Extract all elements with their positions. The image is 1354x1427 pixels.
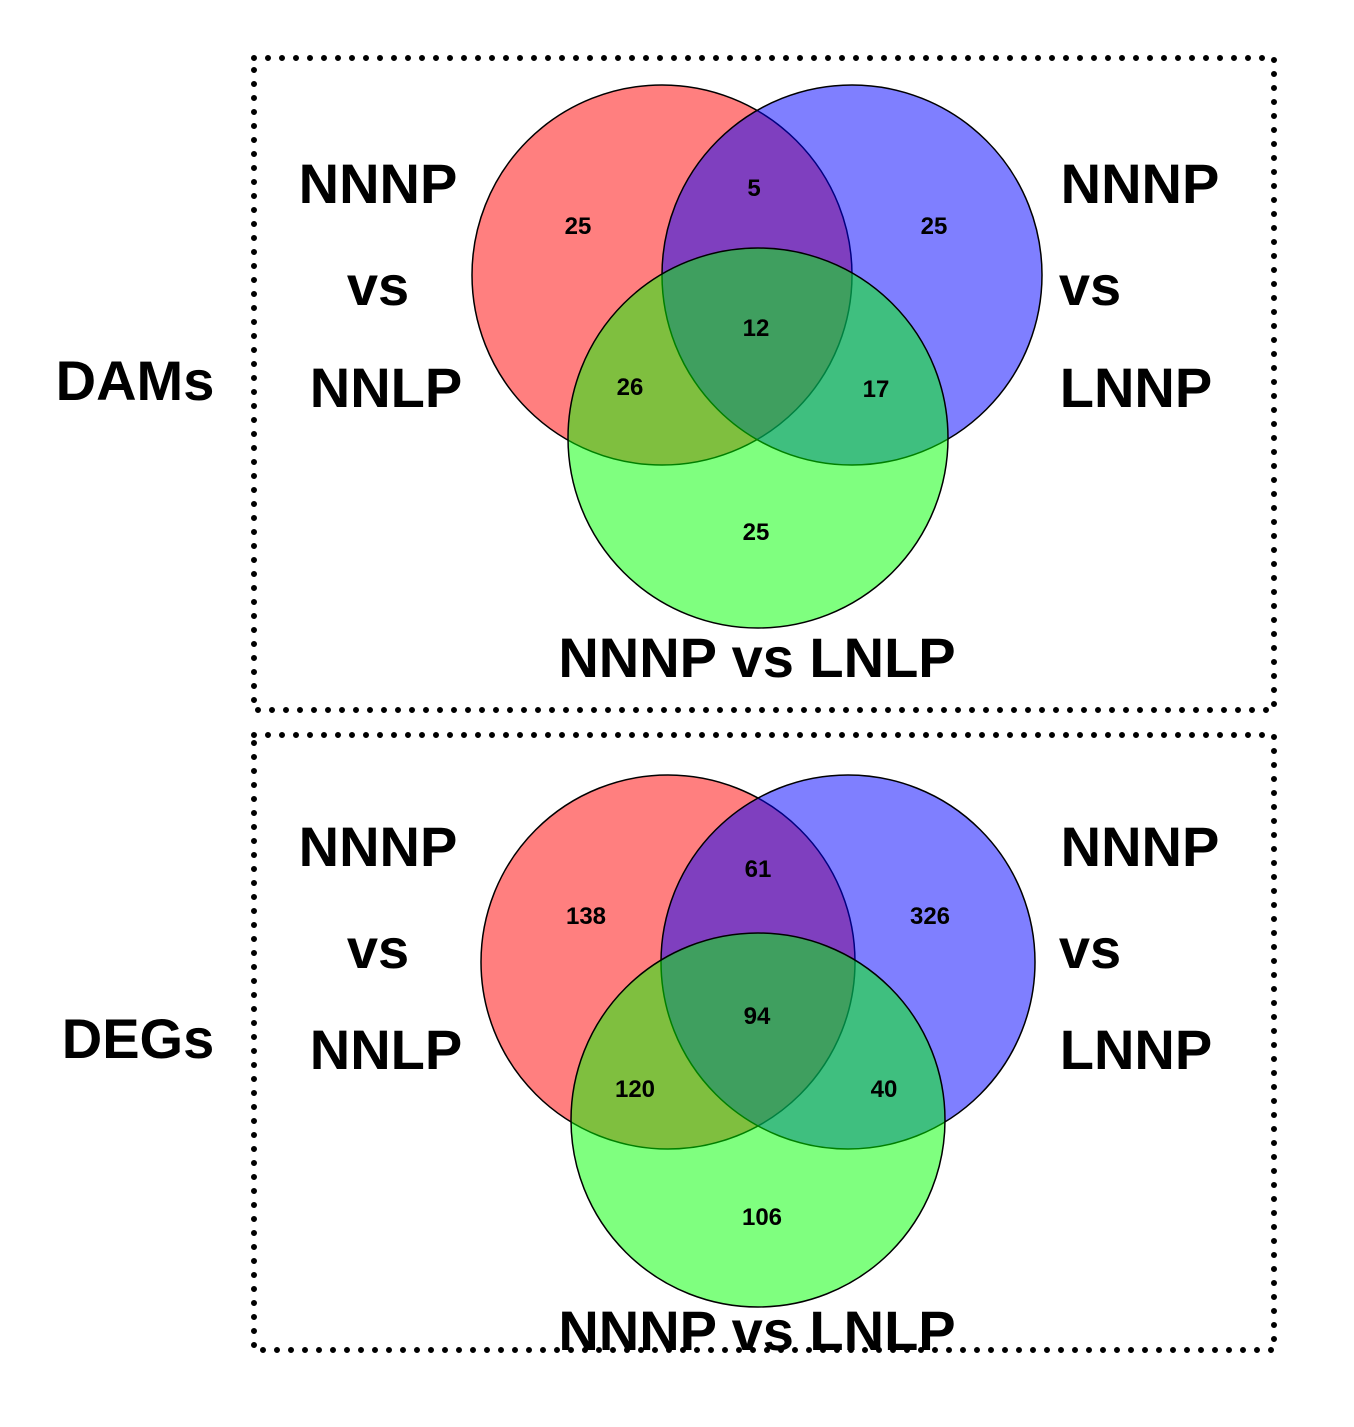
degs-count-bottom-only: 106 — [742, 1204, 782, 1231]
degs-venn — [480, 774, 1036, 1308]
dams-count-all-three: 12 — [743, 315, 770, 342]
degs-right-set-line2: vs — [1059, 917, 1121, 980]
dams-left-set-line2: vs — [347, 254, 409, 317]
degs-dotted-frame — [251, 732, 1277, 1353]
dams-left-set-line3: NNLP — [310, 356, 462, 419]
dams-left-set-line1: NNNP — [299, 152, 458, 215]
degs-count-left-only: 138 — [566, 903, 606, 930]
degs-count-right-only: 326 — [910, 903, 950, 930]
dams-right-set-line3: LNNP — [1060, 356, 1212, 419]
degs-left-set-line1: NNNP — [299, 815, 458, 878]
dams-circle-bottom — [567, 247, 949, 629]
degs-right-set-line3: LNNP — [1060, 1018, 1212, 1081]
dams-count-left-only: 25 — [565, 213, 592, 240]
degs-count-right-bottom: 40 — [871, 1076, 898, 1103]
degs-circle-bottom — [570, 932, 946, 1308]
dams-count-right-only: 25 — [921, 213, 948, 240]
dams-venn — [471, 84, 1043, 629]
dams-panel-label: DAMs — [56, 349, 215, 412]
degs-left-set-line3: NNLP — [310, 1018, 462, 1081]
dams-dotted-frame — [251, 55, 1277, 713]
dams-bottom-set-label: NNNP vs LNLP — [558, 626, 955, 689]
degs-count-left-bottom: 120 — [615, 1076, 655, 1103]
dams-count-left-bottom: 26 — [617, 374, 644, 401]
degs-panel-label: DEGs — [62, 1007, 215, 1070]
dams-count-left-right: 5 — [747, 175, 760, 202]
degs-count-left-right: 61 — [745, 856, 772, 883]
dams-count-right-bottom: 17 — [863, 376, 890, 403]
dams-panel: DAMs 25 5 25 12 26 17 25 NNNP vs NNLP NN… — [56, 55, 1277, 713]
degs-bottom-set-label: NNNP vs LNLP — [558, 1299, 955, 1362]
dams-right-set-line1: NNNP — [1061, 152, 1220, 215]
dams-count-bottom-only: 25 — [743, 519, 770, 546]
degs-left-set-line2: vs — [347, 917, 409, 980]
degs-right-set-line1: NNNP — [1061, 815, 1220, 878]
degs-count-all-three: 94 — [744, 1003, 771, 1030]
degs-panel: DEGs 138 61 326 94 120 40 106 NNNP vs NN… — [62, 732, 1277, 1362]
dams-right-set-line2: vs — [1059, 254, 1121, 317]
